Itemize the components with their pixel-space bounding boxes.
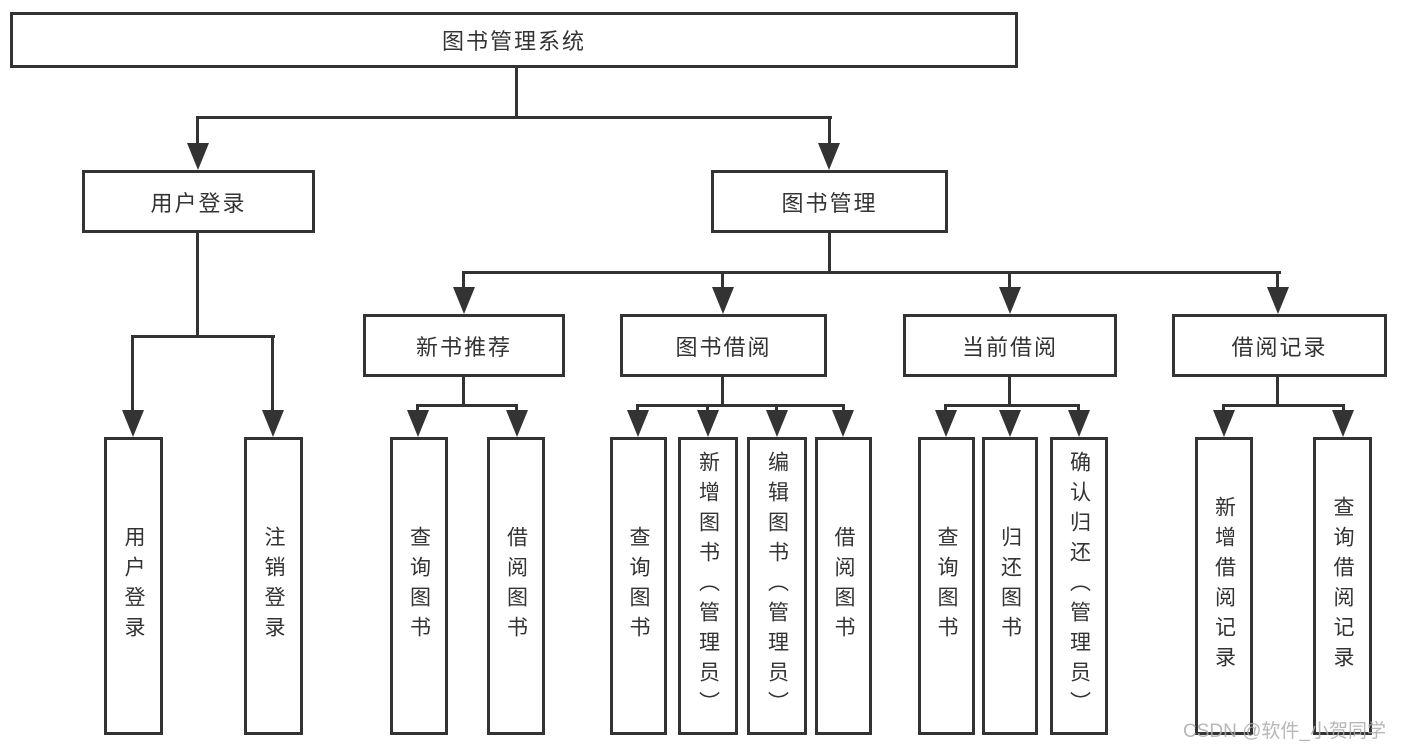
connector-line bbox=[1077, 404, 1080, 413]
arrowhead-icon bbox=[697, 410, 719, 437]
connector-line bbox=[515, 68, 518, 118]
node-book-borrowing: 图书借阅 bbox=[620, 314, 827, 377]
node-label: 图书管理 bbox=[781, 190, 878, 216]
node-leaf-user-login: 用户登录 bbox=[104, 437, 163, 735]
connector-line bbox=[944, 404, 1080, 407]
node-leaf-confirm-return-admin: 确认归还（管理员） bbox=[1050, 437, 1108, 735]
node-leaf-add-borrow-record: 新增借阅记录 bbox=[1195, 437, 1253, 735]
connector-line bbox=[1342, 404, 1345, 413]
arrowhead-icon bbox=[627, 410, 649, 437]
arrowhead-icon bbox=[999, 410, 1021, 437]
arrowhead-icon bbox=[187, 143, 209, 170]
connector-line bbox=[1222, 404, 1225, 413]
node-label: 当前借阅 bbox=[961, 334, 1058, 360]
arrowhead-icon bbox=[1267, 287, 1289, 314]
arrowhead-icon bbox=[1332, 410, 1354, 437]
node-label: 查询借阅记录 bbox=[1331, 496, 1354, 676]
node-leaf-query-books-recommend: 查询图书 bbox=[390, 437, 448, 735]
node-label: 图书管理系统 bbox=[441, 29, 586, 54]
node-label: 用户登录 bbox=[150, 190, 247, 216]
node-label: 借阅图书 bbox=[832, 526, 855, 646]
node-leaf-query-books-borrowing: 查询图书 bbox=[610, 437, 667, 735]
node-leaf-query-borrow-record: 查询借阅记录 bbox=[1313, 437, 1372, 735]
connector-line bbox=[1222, 404, 1345, 407]
node-user-login: 用户登录 bbox=[82, 170, 315, 233]
arrowhead-icon bbox=[935, 410, 957, 437]
connector-line bbox=[515, 404, 518, 413]
node-leaf-edit-book-admin: 编辑图书（管理员） bbox=[747, 437, 807, 735]
connector-line bbox=[1008, 271, 1011, 290]
arrowhead-icon bbox=[506, 410, 528, 437]
connector-line bbox=[131, 335, 134, 413]
node-leaf-add-book-admin: 新增图书（管理员） bbox=[678, 437, 738, 735]
connector-line bbox=[721, 271, 724, 290]
connector-line bbox=[706, 404, 709, 413]
connector-line bbox=[944, 404, 947, 413]
node-leaf-borrow-books-recommend: 借阅图书 bbox=[487, 437, 545, 735]
node-borrowing-records: 借阅记录 bbox=[1172, 314, 1387, 377]
arrowhead-icon bbox=[766, 410, 788, 437]
connector-line bbox=[131, 335, 275, 338]
node-label: 注销登录 bbox=[262, 526, 285, 646]
arrowhead-icon bbox=[1068, 410, 1090, 437]
node-leaf-query-books-current: 查询图书 bbox=[918, 437, 975, 735]
connector-line bbox=[1008, 377, 1011, 407]
arrowhead-icon bbox=[453, 287, 475, 314]
connector-line bbox=[828, 233, 831, 274]
connector-line bbox=[828, 116, 831, 146]
connector-line bbox=[636, 404, 845, 407]
node-label: 确认归还（管理员） bbox=[1067, 451, 1091, 721]
arrowhead-icon bbox=[818, 143, 840, 170]
node-label: 查询图书 bbox=[935, 526, 958, 646]
node-new-book-recommendation: 新书推荐 bbox=[363, 314, 565, 377]
node-label: 新增图书（管理员） bbox=[696, 451, 720, 721]
connector-line bbox=[196, 116, 199, 146]
node-label: 编辑图书（管理员） bbox=[765, 451, 789, 721]
node-leaf-borrow-books-borrowing: 借阅图书 bbox=[815, 437, 872, 735]
node-leaf-logout: 注销登录 bbox=[244, 437, 303, 735]
node-label: 新增借阅记录 bbox=[1212, 496, 1236, 676]
connector-line bbox=[196, 116, 832, 119]
arrowhead-icon bbox=[407, 410, 429, 437]
node-label: 借阅记录 bbox=[1231, 334, 1328, 360]
connector-line bbox=[416, 404, 518, 407]
node-label: 归还图书 bbox=[998, 526, 1022, 646]
connector-line bbox=[721, 377, 724, 407]
connector-line bbox=[462, 271, 1281, 274]
arrowhead-icon bbox=[712, 287, 734, 314]
connector-line bbox=[1276, 377, 1279, 407]
node-root: 图书管理系统 bbox=[10, 12, 1018, 68]
arrowhead-icon bbox=[1213, 410, 1235, 437]
connector-line bbox=[636, 404, 639, 413]
node-book-management: 图书管理 bbox=[711, 170, 948, 233]
arrowhead-icon bbox=[262, 410, 284, 437]
connector-line bbox=[196, 233, 199, 337]
node-label: 新书推荐 bbox=[415, 334, 512, 360]
arrowhead-icon bbox=[999, 287, 1021, 314]
connector-line bbox=[775, 404, 778, 413]
csdn-watermark: CSDN @软件_小贺同学 bbox=[1183, 721, 1386, 742]
node-label: 查询图书 bbox=[627, 526, 650, 646]
node-label: 查询图书 bbox=[407, 526, 431, 646]
connector-line bbox=[416, 404, 419, 413]
connector-line bbox=[1276, 271, 1279, 290]
connector-line bbox=[462, 271, 465, 290]
arrowhead-icon bbox=[832, 410, 854, 437]
node-label: 图书借阅 bbox=[675, 334, 772, 360]
node-current-borrowing: 当前借阅 bbox=[903, 314, 1117, 377]
connector-line bbox=[271, 335, 274, 413]
node-leaf-return-books: 归还图书 bbox=[982, 437, 1038, 735]
arrowhead-icon bbox=[122, 410, 144, 437]
connector-line bbox=[462, 377, 465, 407]
node-label: 借阅图书 bbox=[504, 526, 528, 646]
node-label: 用户登录 bbox=[122, 526, 145, 646]
connector-line bbox=[842, 404, 845, 413]
